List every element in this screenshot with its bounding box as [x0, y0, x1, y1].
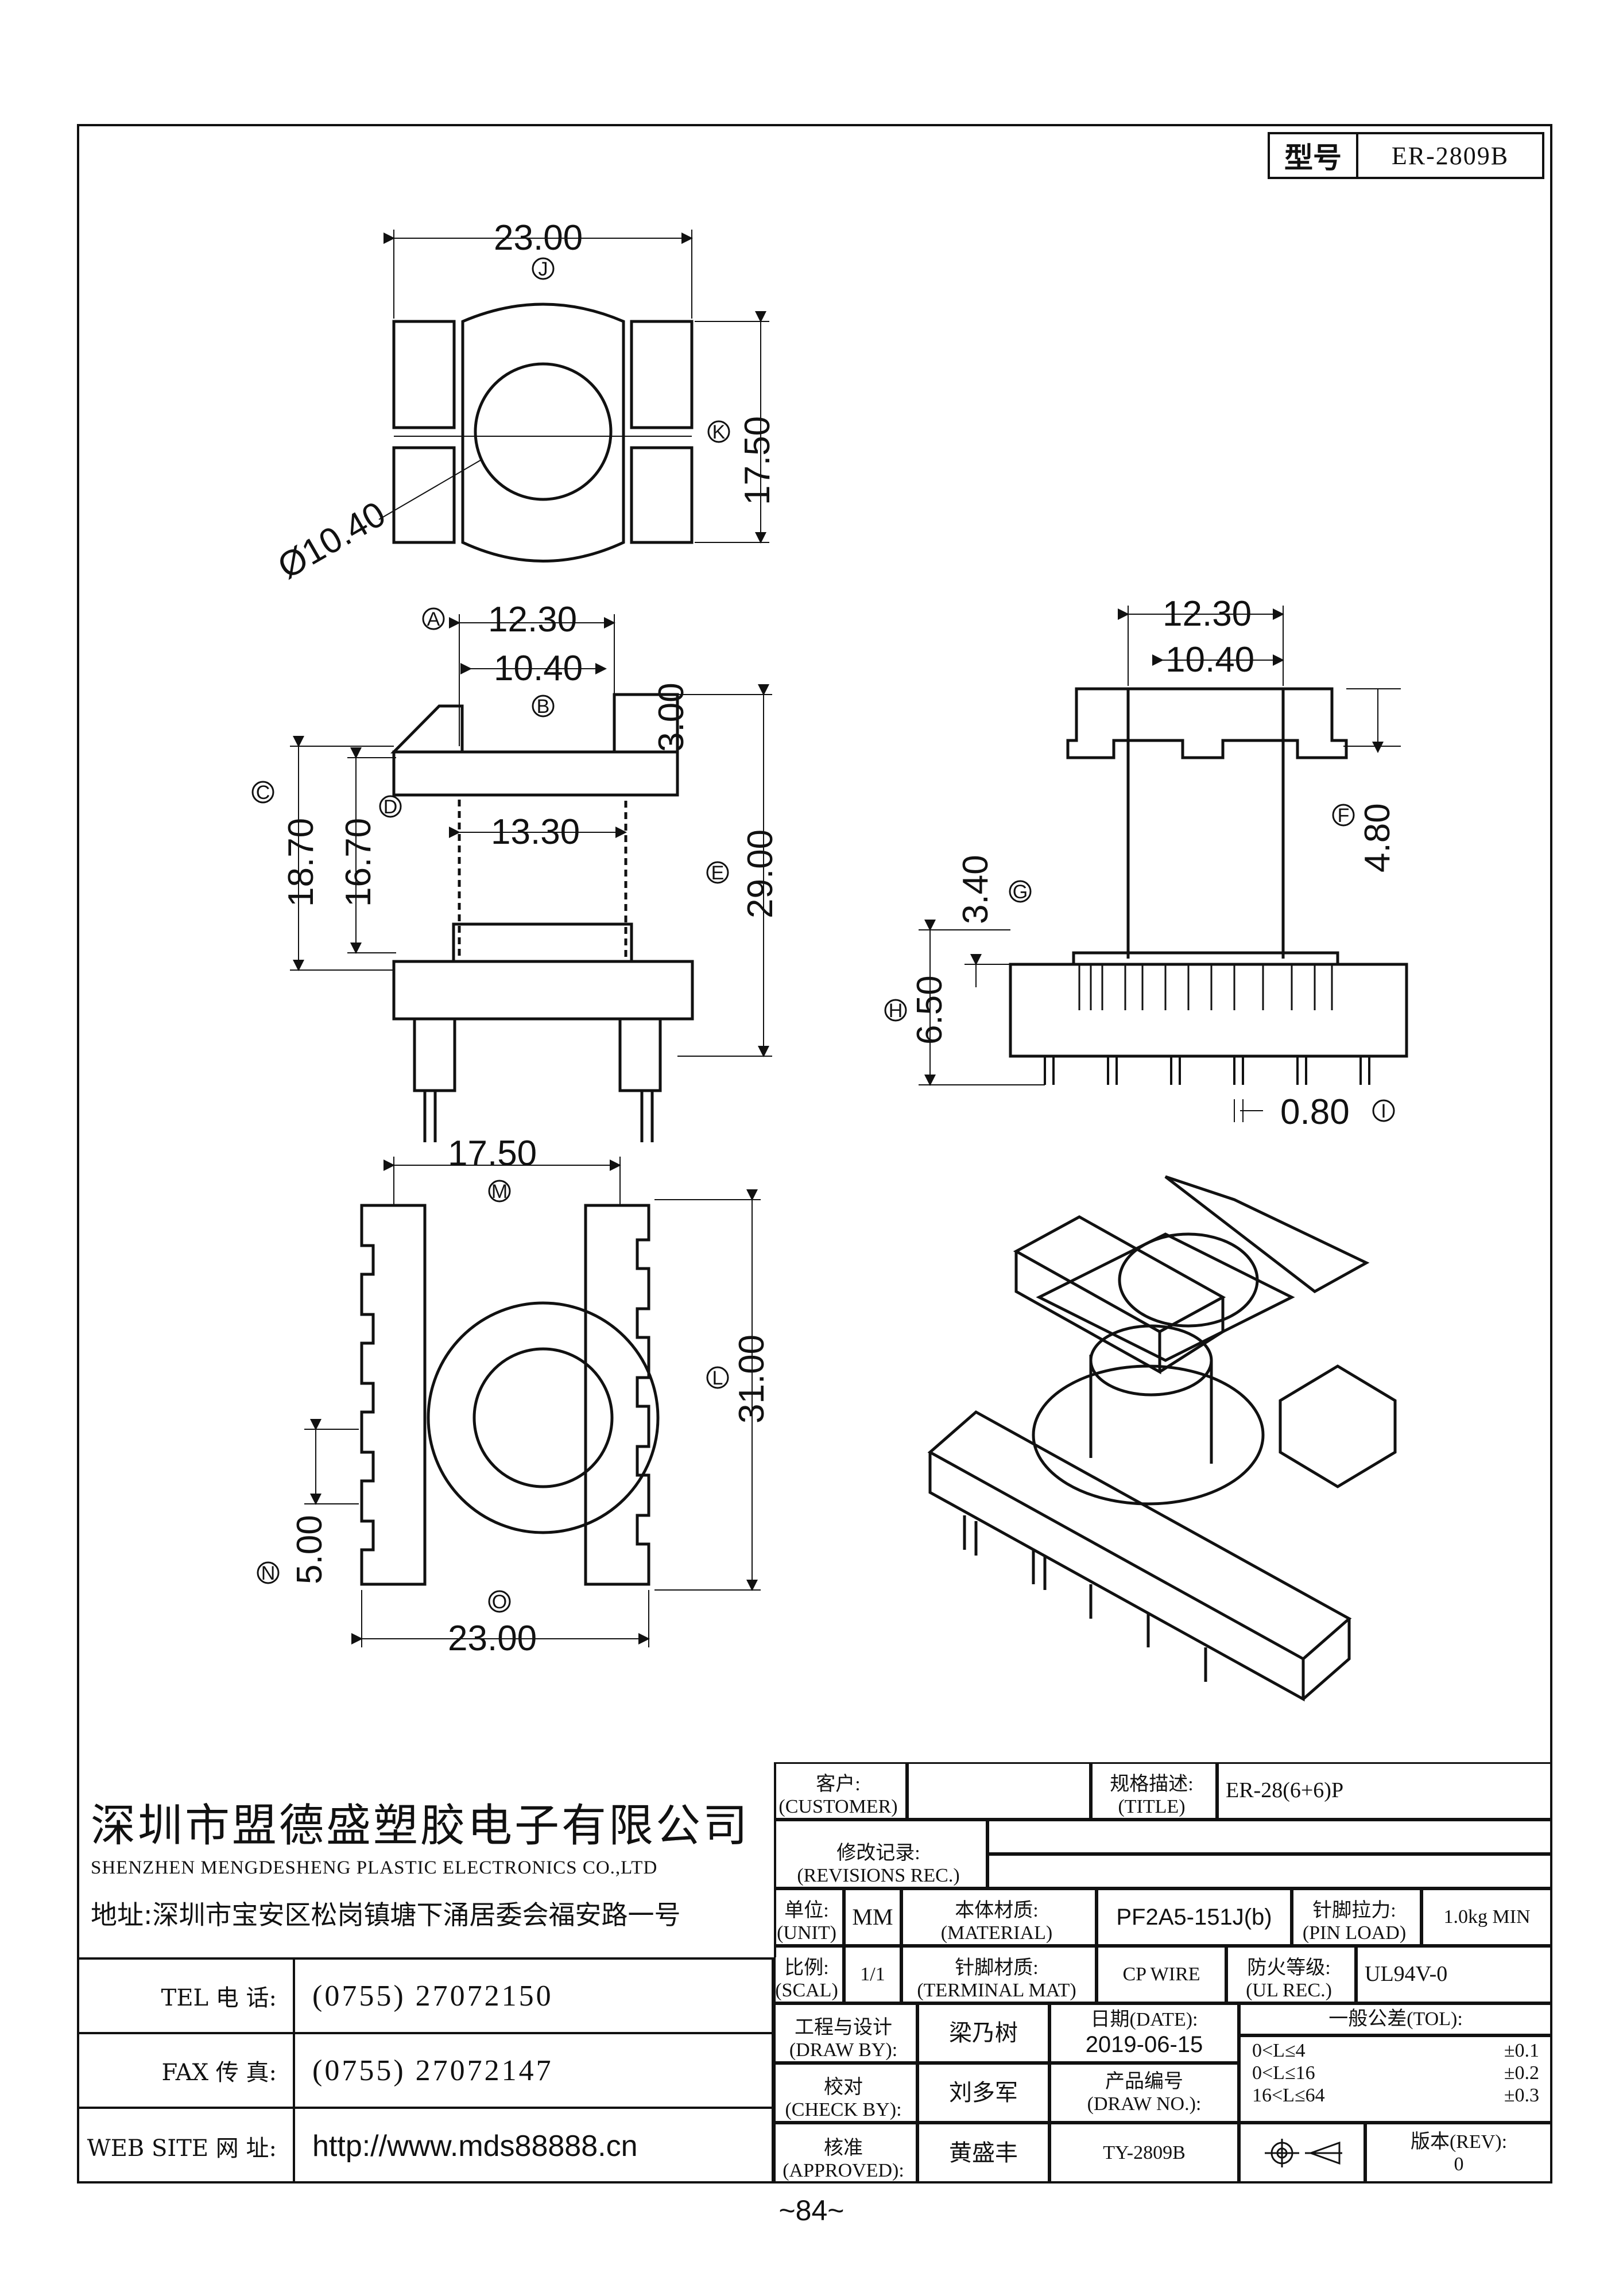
- drawno-value: TY-2809B: [1049, 2123, 1239, 2183]
- dim-bottom-l: 31.00: [732, 1335, 772, 1424]
- company-name-cn: 深圳市盟德盛塑胶电子有限公司: [91, 1800, 750, 1852]
- tag-k: K: [712, 421, 726, 443]
- tag-n: N: [261, 1562, 276, 1584]
- fax-label: FAX 传 真:: [77, 2034, 295, 2107]
- front-view: [290, 614, 772, 1142]
- dim-front-e: 29.00: [741, 829, 780, 918]
- rev-value: 0: [1454, 2154, 1464, 2175]
- technical-drawing: J K A B C D E F G H I M L N O 23.00 17.5…: [251, 218, 1408, 1702]
- pinload-label: 针脚拉力:(PIN LOAD): [1292, 1888, 1421, 1946]
- dim-bottom-o: 23.00: [448, 1619, 537, 1658]
- dim-side-1040: 10.40: [1165, 640, 1254, 680]
- revisions-line-2: [987, 1854, 1552, 1888]
- tag-h: H: [889, 1000, 903, 1022]
- material-value: PF2A5-151J(b): [1097, 1888, 1292, 1946]
- title-block: 深圳市盟德盛塑胶电子有限公司 SHENZHEN MENGDESHENG PLAS…: [77, 1762, 1552, 2183]
- model-value: ER-2809B: [1391, 141, 1509, 170]
- customer-value: [907, 1762, 1091, 1820]
- material-label: 本体材质:(MATERIAL): [901, 1888, 1097, 1946]
- side-view: [919, 606, 1408, 1122]
- tolerance-row: 16<L≤64±0.3: [1252, 2085, 1539, 2107]
- bottom-view: [304, 1157, 761, 1647]
- web-value: http://www.mds88888.cn: [312, 2130, 638, 2163]
- tag-a: A: [427, 608, 440, 630]
- top-view: [378, 230, 769, 563]
- fax-row: FAX 传 真: (0755) 27072147: [77, 2034, 772, 2109]
- drawby-value: 梁乃树: [917, 2003, 1049, 2063]
- tag-o: O: [492, 1591, 507, 1613]
- revisions-line-1: [987, 1820, 1552, 1854]
- dim-front-1330: 13.30: [491, 812, 580, 852]
- date-value: 2019-06-15: [1085, 2031, 1203, 2057]
- drawby-label: 工程与设计(DRAW BY):: [774, 2003, 917, 2063]
- fax-value: (0755) 27072147: [312, 2054, 553, 2087]
- dim-side-h: 6.50: [910, 975, 950, 1045]
- tag-c: C: [256, 782, 270, 804]
- dim-side-i: 0.80: [1280, 1092, 1350, 1132]
- company-address: 地址:深圳市宝安区松岗镇塘下涌居委会福安路一号: [91, 1899, 681, 1930]
- tag-i: I: [1381, 1100, 1386, 1122]
- checkby-label: 校对(CHECK BY):: [774, 2063, 917, 2123]
- tag-j: J: [539, 258, 548, 280]
- dim-side-f: 4.80: [1358, 803, 1397, 872]
- unit-label: 单位:(UNIT): [774, 1888, 844, 1946]
- scale-label: 比例:(SCAL): [774, 1946, 844, 2003]
- tag-f: F: [1338, 805, 1350, 827]
- dim-front-3: 3.00: [652, 682, 691, 752]
- tag-l: L: [712, 1367, 723, 1389]
- tolerance-table: 0<L≤4±0.1 0<L≤16±0.2 16<L≤64±0.3: [1239, 2035, 1552, 2123]
- company-name-en: SHENZHEN MENGDESHENG PLASTIC ELECTRONICS…: [91, 1857, 658, 1878]
- tag-g: G: [1013, 881, 1028, 903]
- contact-table: TEL 电 话: (0755) 27072150 FAX 传 真: (0755)…: [77, 1957, 774, 2183]
- dim-bottom-n: 5.00: [290, 1515, 330, 1584]
- tag-m: M: [491, 1181, 508, 1203]
- title-label: 规格描述:(TITLE): [1091, 1762, 1217, 1820]
- terminal-label: 针脚材质:(TERMINAL MAT): [901, 1946, 1097, 2003]
- tel-value: (0755) 27072150: [312, 1979, 553, 2012]
- date-cell: 日期(DATE):2019-06-15: [1049, 2003, 1239, 2063]
- tolerance-title: 一般公差(TOL):: [1239, 2003, 1552, 2035]
- tel-row: TEL 电 话: (0755) 27072150: [77, 1960, 772, 2034]
- dim-side-g: 3.40: [956, 855, 996, 924]
- checkby-value: 刘多军: [917, 2063, 1049, 2123]
- ul-label: 防火等级:(UL REC.): [1226, 1946, 1356, 2003]
- scale-value: 1/1: [844, 1946, 901, 2003]
- dim-front-a: 12.30: [488, 600, 577, 639]
- dim-bottom-m: 17.50: [448, 1134, 537, 1173]
- spec-grid: 客户:(CUSTOMER) 规格描述:(TITLE) ER-28(6+6)P 修…: [774, 1762, 1552, 2183]
- tel-label: TEL 电 话:: [77, 1960, 295, 2032]
- drawno-label: 产品编号(DRAW NO.):: [1049, 2063, 1239, 2123]
- dim-front-d: 16.70: [339, 818, 378, 907]
- revisions-label: 修改记录:(REVISIONS REC.): [774, 1820, 987, 1888]
- model-box: 型号 ER-2809B: [1268, 132, 1544, 179]
- isometric-view: [927, 1175, 1397, 1702]
- approved-label: 核准(APPROVED):: [774, 2123, 917, 2183]
- web-row: WEB SITE 网 址: http://www.mds88888.cn: [77, 2109, 772, 2183]
- dim-top-width: 23.00: [494, 218, 583, 258]
- dim-top-height: 17.50: [738, 416, 777, 505]
- tag-b: B: [537, 696, 550, 718]
- unit-value: MM: [844, 1888, 901, 1946]
- company-info: 深圳市盟德盛塑胶电子有限公司 SHENZHEN MENGDESHENG PLAS…: [77, 1762, 776, 1957]
- title-value: ER-28(6+6)P: [1217, 1762, 1552, 1820]
- tolerance-row: 0<L≤4±0.1: [1252, 2040, 1539, 2061]
- dim-side-1230: 12.30: [1163, 594, 1252, 634]
- dim-front-c: 18.70: [281, 818, 321, 907]
- tag-d: D: [384, 796, 398, 818]
- rev-cell: 版本(REV):0: [1365, 2123, 1552, 2183]
- tolerance-row: 0<L≤16±0.2: [1252, 2062, 1539, 2084]
- dim-hole-dia: Ø10.40: [272, 494, 393, 587]
- page-number: ~84~: [778, 2194, 845, 2227]
- ul-value: UL94V-0: [1356, 1946, 1552, 2003]
- terminal-value: CP WIRE: [1097, 1946, 1226, 2003]
- dim-front-b: 10.40: [494, 649, 583, 688]
- web-label: WEB SITE 网 址:: [77, 2109, 295, 2183]
- model-label: 型号: [1270, 134, 1358, 177]
- customer-label: 客户:(CUSTOMER): [774, 1762, 907, 1820]
- pinload-value: 1.0kg MIN: [1421, 1888, 1552, 1946]
- tag-e: E: [711, 862, 725, 884]
- approved-value: 黄盛丰: [917, 2123, 1049, 2183]
- projection-symbol-icon: [1239, 2123, 1365, 2183]
